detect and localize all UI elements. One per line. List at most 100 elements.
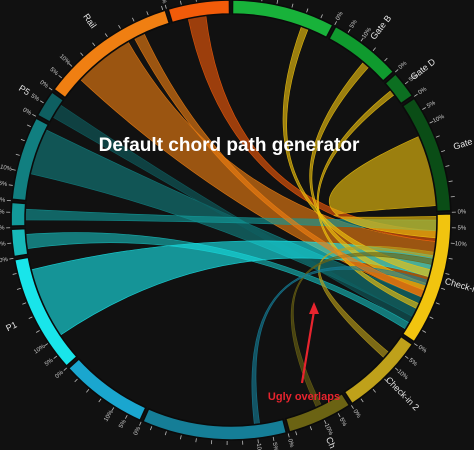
tick-mark xyxy=(164,4,167,9)
group-label-check-in-2: Check-in 2 xyxy=(384,375,421,413)
tick-mark xyxy=(161,5,164,10)
tick-mark xyxy=(347,28,351,33)
tick-mark xyxy=(306,8,309,13)
tick-label: 10% xyxy=(323,423,334,437)
tick-label: 5% xyxy=(408,73,419,83)
tick-mark xyxy=(372,389,376,393)
tick-mark xyxy=(429,316,434,319)
tick-mark xyxy=(309,426,313,431)
tick-mark xyxy=(413,343,418,347)
tick-mark xyxy=(92,42,96,47)
tick-label: 5% xyxy=(338,417,348,428)
tick-mark xyxy=(372,47,376,51)
tick-label: 10% xyxy=(103,409,115,423)
tick-mark xyxy=(413,93,418,97)
tick-mark xyxy=(384,378,388,383)
annotation: Ugly overlaps xyxy=(268,302,340,403)
tick-mark xyxy=(291,3,294,8)
group-arc-check-in-2 xyxy=(343,335,414,405)
group-arc-p2 xyxy=(10,227,29,258)
tick-mark xyxy=(26,124,31,127)
tick-label: 0% xyxy=(0,225,5,231)
tick-mark xyxy=(195,0,197,2)
tick-label: 10% xyxy=(432,114,446,125)
group-label-check-in-1: Check-in 1 xyxy=(444,276,474,297)
tick-label: 10% xyxy=(454,241,467,248)
tick-mark xyxy=(68,63,73,67)
tick-mark xyxy=(360,37,364,42)
tick-mark xyxy=(63,367,68,371)
group-label-p4: 4 xyxy=(0,145,1,156)
tick-label: 5% xyxy=(48,67,59,78)
tick-mark xyxy=(44,343,49,347)
group-label-gate-d: Gate D xyxy=(409,56,438,82)
tick-mark xyxy=(8,184,13,186)
tick-mark xyxy=(111,407,115,412)
tick-mark xyxy=(429,121,434,124)
tick-mark xyxy=(422,330,427,333)
group-arc-p3 xyxy=(10,201,27,227)
tick-mark xyxy=(48,87,53,91)
tick-mark xyxy=(404,355,409,359)
tick-mark xyxy=(164,431,167,436)
tick-mark xyxy=(132,17,135,22)
tick-label: 0% xyxy=(457,209,467,215)
group-arc-bus xyxy=(67,357,147,422)
group-label-gate-b: Gate B xyxy=(368,13,393,41)
tick-mark xyxy=(360,398,364,403)
tick-mark xyxy=(12,273,17,275)
tick-label: 10% xyxy=(255,443,262,450)
tick-label: 0% xyxy=(0,197,6,204)
tick-label: 10% xyxy=(58,54,71,67)
tick-label: 0% xyxy=(418,86,429,96)
tick-mark xyxy=(39,100,44,104)
tick-mark xyxy=(295,431,298,436)
group-arc-parking xyxy=(141,407,288,441)
group-arcs-layer xyxy=(10,0,452,441)
tick-label: 5% xyxy=(271,442,279,450)
tick-mark xyxy=(149,426,153,431)
tick-mark xyxy=(125,414,128,419)
tick-mark xyxy=(9,257,14,260)
tick-mark xyxy=(334,21,337,26)
tick-label: 0% xyxy=(335,10,345,21)
tick-mark xyxy=(15,153,20,156)
group-label-check-in-3: Ch xyxy=(324,435,338,450)
tick-mark xyxy=(272,436,275,441)
tick-label: 0% xyxy=(159,0,167,5)
group-arc-p1 xyxy=(13,256,79,368)
group-arc-check-in-1 xyxy=(401,213,452,343)
group-label-gate: Gate xyxy=(452,136,474,152)
tick-mark xyxy=(74,378,78,383)
tick-mark xyxy=(32,114,37,117)
tick-mark xyxy=(53,355,58,359)
tick-mark xyxy=(58,75,62,79)
chords-layer xyxy=(24,15,438,426)
tick-label: 0% xyxy=(351,409,361,420)
tick-label: 0% xyxy=(133,425,142,436)
group-arc-taxi xyxy=(167,0,231,24)
tick-mark xyxy=(320,14,323,19)
annotation-arrow-shaft xyxy=(300,310,316,384)
tick-mark xyxy=(86,389,90,393)
tick-mark xyxy=(287,433,290,438)
tick-mark xyxy=(445,165,450,167)
tick-mark xyxy=(80,52,84,57)
tick-mark xyxy=(394,69,399,73)
tick-label: 5% xyxy=(426,100,437,110)
tick-mark xyxy=(261,0,263,2)
tick-mark xyxy=(435,302,440,305)
tick-mark xyxy=(16,287,21,290)
tick-label: 0% xyxy=(0,257,9,265)
group-arc-gate-d xyxy=(383,72,414,105)
tick-mark xyxy=(118,24,121,29)
tick-mark xyxy=(448,257,453,260)
tick-label: 5% xyxy=(175,0,183,1)
tick-mark xyxy=(351,405,354,409)
tick-label: 10% xyxy=(396,369,409,382)
tick-label: 0% xyxy=(39,80,50,90)
group-arc-gate-b xyxy=(327,25,395,83)
tick-mark xyxy=(179,0,182,5)
tick-label: 10% xyxy=(0,164,13,173)
